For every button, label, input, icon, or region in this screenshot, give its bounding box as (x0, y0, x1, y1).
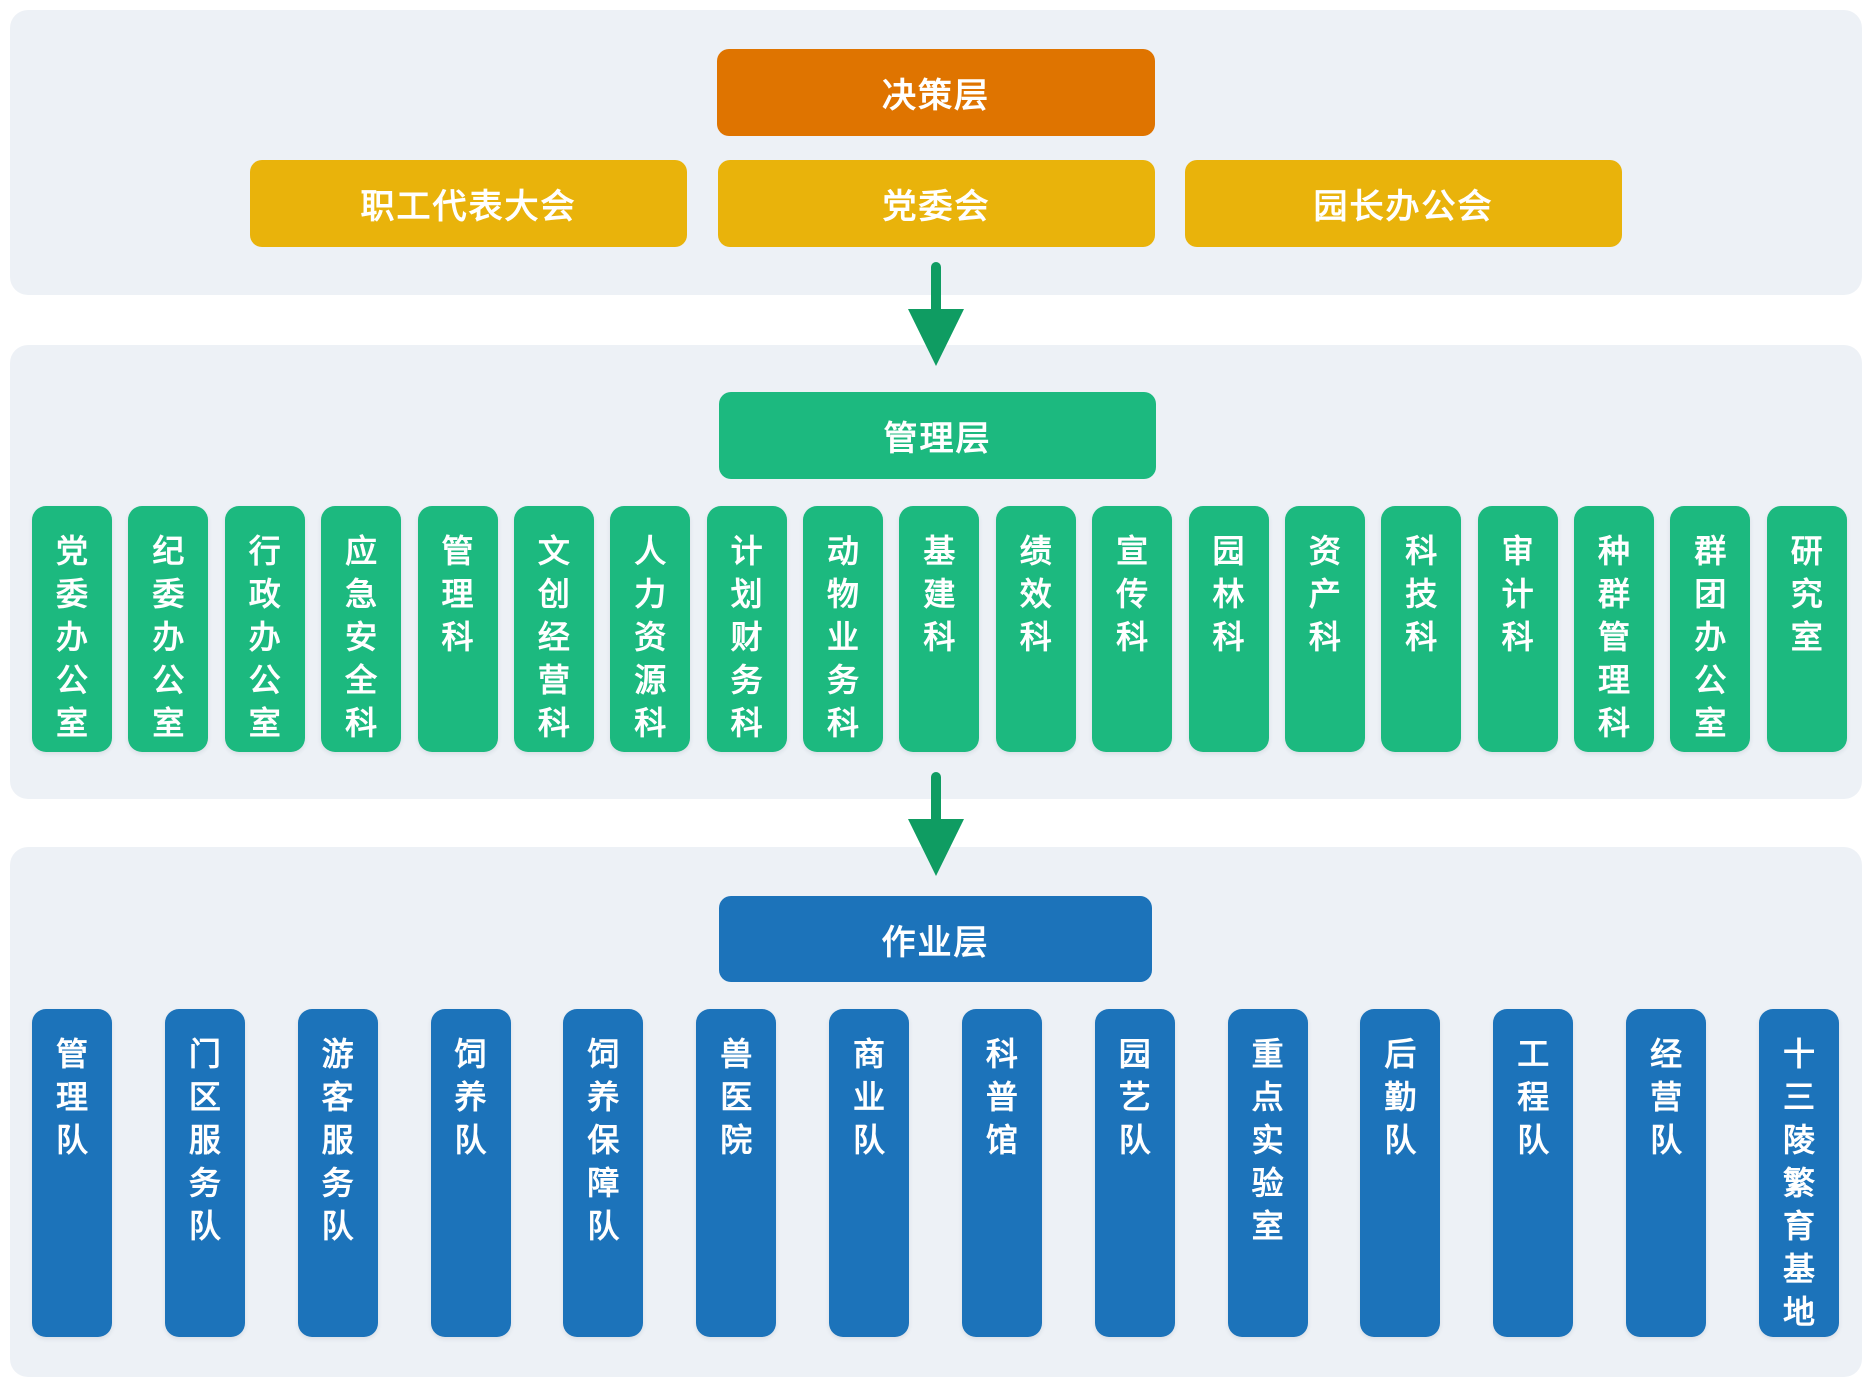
operation-unit-box: 后勤队 (1360, 1009, 1441, 1337)
management-department-box: 研究室 (1766, 506, 1847, 752)
box-label: 基建科 (923, 533, 956, 655)
decision-layer-header: 决策层 (717, 49, 1155, 136)
management-department-box: 群团办公室 (1670, 506, 1751, 752)
management-department-box: 审计科 (1477, 506, 1558, 752)
box-label: 商业队 (853, 1036, 886, 1158)
management-department-box: 人力资源科 (610, 506, 691, 752)
management-layer-header: 管理层 (719, 392, 1156, 479)
operation-unit-box: 经营队 (1626, 1009, 1707, 1337)
operation-unit-box: 饲养保障队 (563, 1009, 644, 1337)
box-label: 研究室 (1790, 533, 1823, 655)
box-label: 文创经营科 (537, 533, 570, 741)
management-department-box: 党委办公室 (32, 506, 112, 752)
management-department-box: 动物业务科 (803, 506, 883, 752)
operation-unit-box: 商业队 (829, 1009, 910, 1337)
operation-unit-box: 园艺队 (1094, 1009, 1175, 1337)
operation-layer-title: 作业层 (881, 923, 990, 962)
management-layer-panel: 管理层 党委办公室 纪委办公室 行政办公室 应急安全科 管理科 文创经营科 人力资源科 计划财… (10, 345, 1862, 799)
operation-unit-box: 工程队 (1493, 1009, 1574, 1337)
operation-layer-header: 作业层 (719, 896, 1152, 982)
box-label: 人力资源科 (634, 533, 667, 741)
management-department-box: 计划财务科 (706, 506, 787, 752)
operation-unit-box: 重点实验室 (1227, 1009, 1308, 1337)
operation-unit-box: 管理队 (32, 1009, 112, 1337)
management-department-box: 资产科 (1284, 506, 1365, 752)
management-department-box: 文创经营科 (513, 506, 594, 752)
box-label: 计划财务科 (730, 533, 763, 741)
box-label: 门区服务队 (188, 1036, 221, 1244)
box-label: 重点实验室 (1251, 1036, 1284, 1244)
operation-unit-box: 游客服务队 (297, 1009, 378, 1337)
box-label: 后勤队 (1384, 1036, 1417, 1158)
box-label: 党委办公室 (55, 533, 88, 741)
box-label: 饲养队 (454, 1036, 487, 1158)
operation-layer-panel: 作业层 管理队 门区服务队 游客服务队 饲养队 饲养保障队 兽医院 商业队 科普馆 园艺队 重点实… (10, 847, 1862, 1377)
box-label: 饲养保障队 (587, 1036, 620, 1244)
box-label: 群团办公室 (1694, 533, 1727, 741)
box-label: 园林科 (1212, 533, 1245, 655)
management-department-box: 基建科 (899, 506, 980, 752)
box-label: 资产科 (1308, 533, 1341, 655)
box-label: 应急安全科 (345, 533, 378, 741)
decision-item-party-committee: 党委会 (718, 160, 1155, 247)
box-label: 宣传科 (1116, 533, 1149, 655)
operation-unit-box: 门区服务队 (164, 1009, 245, 1337)
box-label: 工程队 (1517, 1036, 1550, 1158)
down-arrow-icon (908, 262, 964, 366)
management-department-box: 种群管理科 (1574, 506, 1654, 752)
box-label: 纪委办公室 (152, 533, 185, 741)
down-arrow-icon (908, 772, 964, 876)
box-label: 科技科 (1405, 533, 1438, 655)
decision-item-workers-congress: 职工代表大会 (250, 160, 687, 247)
box-label: 十三陵繁育基地 (1782, 1036, 1815, 1330)
management-department-box: 管理科 (417, 506, 498, 752)
box-label: 经营队 (1650, 1036, 1683, 1158)
management-department-box: 宣传科 (1092, 506, 1173, 752)
box-label: 种群管理科 (1597, 533, 1630, 741)
operation-units-row: 管理队 门区服务队 游客服务队 饲养队 饲养保障队 兽医院 商业队 科普馆 园艺队 重点实验室 后勤… (32, 1009, 1839, 1337)
box-label: 园艺队 (1118, 1036, 1151, 1158)
management-department-box: 绩效科 (995, 506, 1076, 752)
management-department-box: 应急安全科 (321, 506, 402, 752)
box-label: 兽医院 (720, 1036, 753, 1158)
decision-layer-panel: 决策层 职工代表大会 党委会 园长办公会 (10, 10, 1862, 295)
box-label: 行政办公室 (248, 533, 281, 741)
management-department-box: 纪委办公室 (128, 506, 209, 752)
box-label: 游客服务队 (321, 1036, 354, 1244)
box-label: 科普馆 (985, 1036, 1018, 1158)
management-department-box: 科技科 (1381, 506, 1462, 752)
box-label: 管理科 (441, 533, 474, 655)
operation-unit-box: 饲养队 (430, 1009, 511, 1337)
management-department-box: 园林科 (1188, 506, 1269, 752)
box-label: 绩效科 (1019, 533, 1052, 655)
operation-unit-box: 兽医院 (696, 1009, 777, 1337)
management-layer-title: 管理层 (883, 420, 992, 458)
operation-unit-box: 科普馆 (961, 1009, 1042, 1337)
decision-layer-title: 决策层 (882, 77, 990, 115)
decision-item-director-office-meeting: 园长办公会 (1185, 160, 1622, 247)
operation-unit-box: 十三陵繁育基地 (1758, 1009, 1839, 1337)
management-departments-row: 党委办公室 纪委办公室 行政办公室 应急安全科 管理科 文创经营科 人力资源科 计划财务科 动物… (32, 506, 1847, 752)
box-label: 动物业务科 (826, 533, 859, 741)
box-label: 管理队 (55, 1036, 88, 1158)
box-label: 审计科 (1501, 533, 1534, 655)
management-department-box: 行政办公室 (224, 506, 305, 752)
